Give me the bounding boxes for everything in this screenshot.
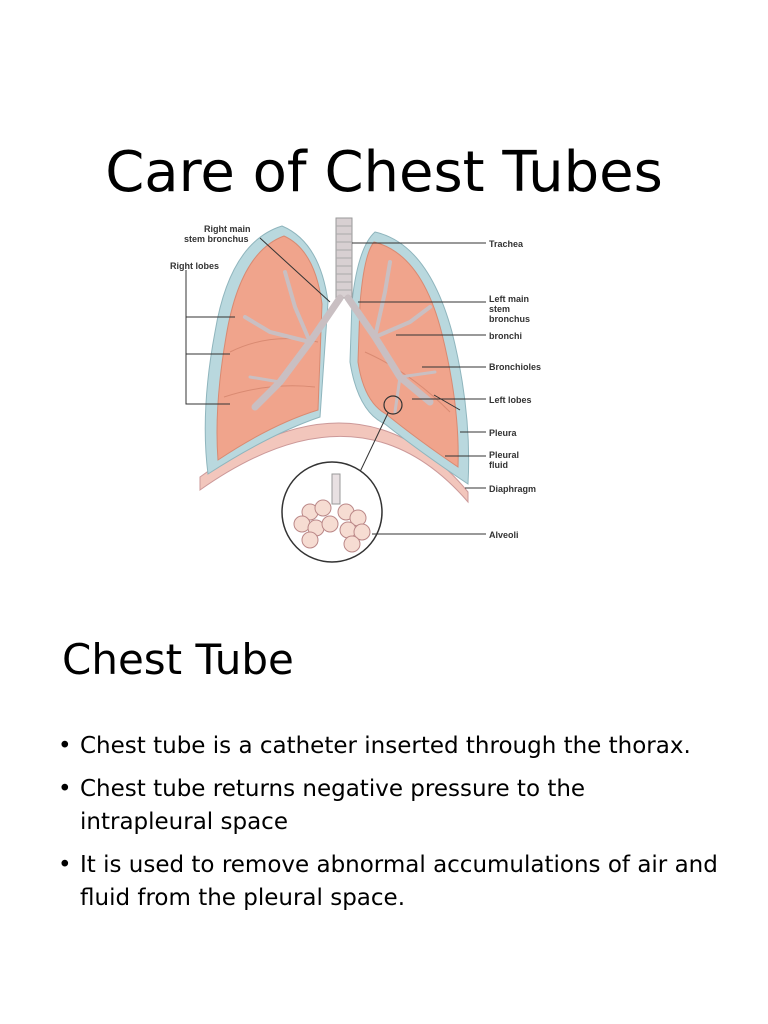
bullet-glyph: • [58,852,72,878]
trachea-rings [336,225,352,291]
lung-anatomy-diagram: Right main stem bronchus Right lobes Tra… [160,212,560,572]
bullet-item: • It is used to remove abnormal accumula… [58,849,718,915]
label-pleural-fluid-line1: Pleural [489,450,519,460]
label-pleural-fluid-line2: fluid [489,460,508,470]
bullet-glyph: • [58,776,72,802]
label-bronchioles: Bronchioles [489,362,541,372]
bullet-text: It is used to remove abnormal accumulati… [80,852,718,911]
bullet-list: • Chest tube is a catheter inserted thro… [58,730,718,925]
label-left-main-stem-bronchus-line1: Left main [489,294,529,304]
right-fissure-line-2 [223,385,316,398]
lung-anatomy-illustration: Right main stem bronchus Right lobes Tra… [170,217,541,563]
label-trachea: Trachea [489,239,524,249]
bullet-item: • Chest tube is a catheter inserted thro… [58,730,718,763]
bullet-glyph: • [58,733,72,759]
label-bronchi: bronchi [489,331,522,341]
alveoli-cluster [293,473,371,553]
label-left-main-stem-bronchus-line3: bronchus [489,314,530,324]
label-pleura: Pleura [489,428,518,438]
label-right-main-stem-bronchus-line1: Right main [204,224,251,234]
label-diaphragm: Diaphragm [489,484,536,494]
leader-lines [185,237,486,535]
alveoli-focus-circle [383,395,403,415]
right-lung-shape [216,235,323,461]
diaphragm-shape [199,422,469,504]
alveoli-magnifier-line [357,412,389,477]
bullet-text: Chest tube returns negative pressure to … [80,776,586,835]
label-left-main-stem-bronchus-line2: stem [489,304,510,314]
bronchial-tree [243,260,437,414]
bullet-text: Chest tube is a catheter inserted throug… [80,733,691,759]
label-left-lobes: Left lobes [489,395,532,405]
label-right-lobes: Right lobes [170,261,219,271]
bullet-item: • Chest tube returns negative pressure t… [58,773,718,839]
section-heading: Chest Tube [62,635,294,684]
slide-title: Care of Chest Tubes [105,140,663,205]
label-alveoli: Alveoli [489,530,519,540]
label-right-main-stem-bronchus-line2: stem bronchus [184,234,249,244]
